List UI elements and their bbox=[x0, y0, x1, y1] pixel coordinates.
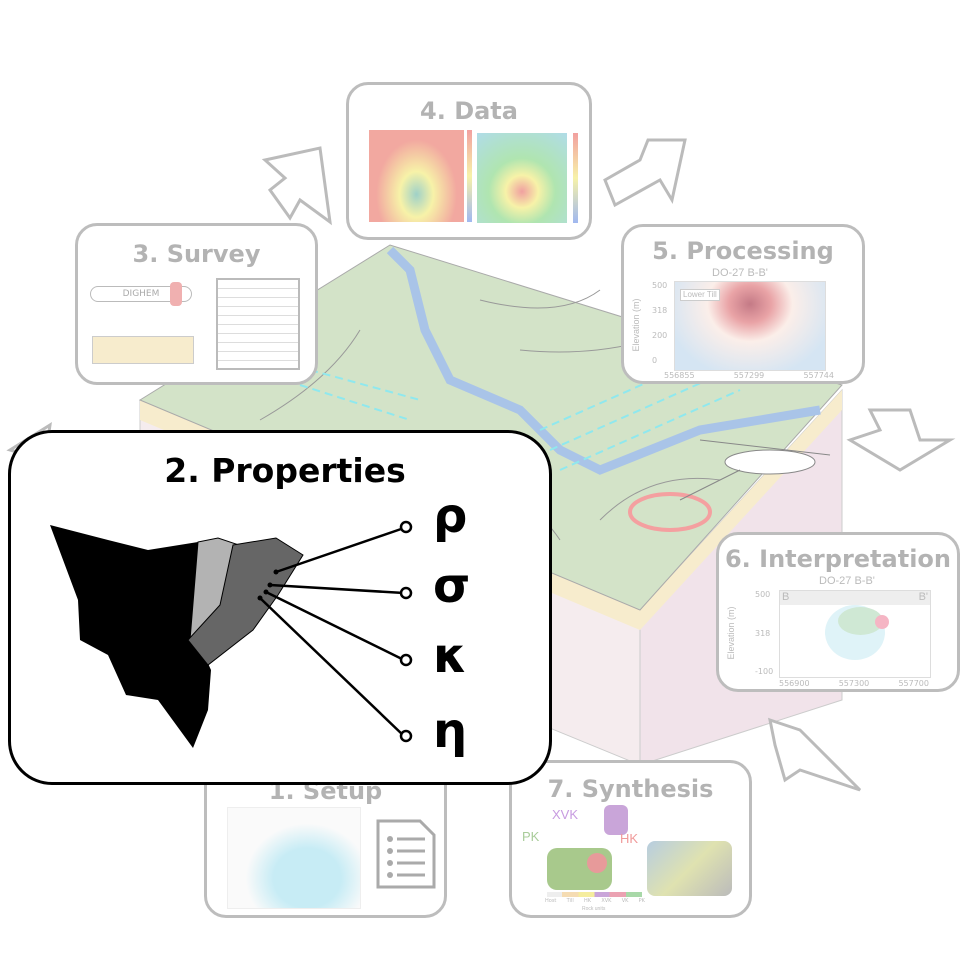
ground-layer bbox=[92, 336, 194, 364]
data-map-magnetic bbox=[477, 133, 567, 223]
receiver-coil bbox=[170, 282, 182, 306]
rock-samples-illustration bbox=[50, 520, 413, 748]
y-tick: -100 bbox=[755, 667, 774, 676]
river bbox=[386, 246, 821, 475]
dighem-bird: DIGHEM bbox=[90, 286, 192, 302]
section-end: B' bbox=[918, 591, 928, 603]
rock-units-legend bbox=[547, 892, 642, 897]
plot-title: DO-27 B-B' bbox=[819, 575, 875, 587]
colorbar bbox=[467, 130, 472, 222]
legend-item: XVK bbox=[601, 898, 612, 904]
symbol-conductivity: σ bbox=[433, 558, 471, 614]
x-tick: 557299 bbox=[733, 371, 765, 380]
symbol-chargeability: η bbox=[433, 703, 468, 759]
panel-data[interactable]: 4. Data bbox=[346, 82, 592, 240]
connector-dot bbox=[399, 653, 413, 667]
panel-title: 3. Survey bbox=[132, 240, 261, 268]
panel-properties[interactable]: 2. Properties ρ σ κ η bbox=[8, 430, 552, 785]
symbol-susceptibility: κ bbox=[433, 628, 468, 684]
y-tick: 200 bbox=[652, 331, 668, 340]
panel-title: 2. Properties bbox=[164, 451, 406, 490]
x-tick: 556855 bbox=[664, 371, 695, 380]
label-pk: PK bbox=[522, 829, 540, 844]
target-ring bbox=[628, 492, 712, 532]
panel-processing[interactable]: 5. Processing DO-27 B-B' Lower Till Elev… bbox=[621, 224, 865, 384]
hk-body bbox=[587, 853, 607, 873]
unit-red bbox=[875, 615, 889, 629]
panel-title: 6. Interpretation bbox=[724, 545, 951, 573]
panel-title: 5. Processing bbox=[652, 237, 834, 265]
flight-line-grid bbox=[216, 278, 300, 370]
y-axis-label: Elevation (m) bbox=[631, 298, 641, 352]
panel-survey[interactable]: 3. Survey DIGHEM bbox=[75, 223, 318, 385]
flight-lines bbox=[299, 349, 741, 471]
label-hk: HK bbox=[620, 831, 639, 846]
black-rock bbox=[50, 525, 211, 748]
section-start: B bbox=[782, 591, 790, 603]
legend-item: PK bbox=[638, 898, 645, 904]
dark-gray-rock bbox=[187, 537, 304, 666]
x-tick: 557300 bbox=[838, 679, 870, 688]
block-beige-edge-right bbox=[640, 390, 842, 630]
panel-synthesis[interactable]: 7. Synthesis XVK PK HK Host Till HK XVK … bbox=[509, 760, 752, 918]
connector-dot bbox=[399, 520, 413, 534]
y-ticks: -100 318 500 bbox=[755, 590, 773, 676]
panel-title: 4. Data bbox=[420, 97, 518, 125]
y-tick: 500 bbox=[755, 590, 771, 599]
arrow-4-to-5-icon bbox=[603, 138, 687, 208]
panel-title: 7. Synthesis bbox=[547, 775, 714, 803]
y-ticks: 0 200 318 500 bbox=[652, 281, 667, 365]
colorbar bbox=[573, 133, 578, 223]
plot-title: DO-27 B-B' bbox=[712, 267, 768, 279]
arrow-6-to-7-icon bbox=[768, 717, 862, 792]
y-tick: 318 bbox=[652, 306, 668, 315]
arrow-5-to-6-icon bbox=[846, 408, 956, 472]
document-list-icon bbox=[376, 819, 436, 889]
legend-item: VK bbox=[621, 898, 629, 904]
symbol-resistivity: ρ bbox=[433, 488, 468, 544]
connector-dot bbox=[399, 586, 413, 600]
x-ticks: 556855 557299 557744 bbox=[664, 371, 834, 380]
geology-section: B B' bbox=[779, 590, 931, 678]
annotation-lower-till: Lower Till bbox=[680, 289, 720, 301]
location-map bbox=[227, 807, 361, 909]
y-axis-label: Elevation (m) bbox=[726, 606, 736, 660]
panel-interpretation[interactable]: 6. Interpretation DO-27 B-B' B B' Elevat… bbox=[716, 532, 960, 692]
x-tick: 557744 bbox=[803, 371, 834, 380]
legend-item: Till bbox=[566, 898, 574, 904]
connector-dot bbox=[399, 729, 413, 743]
helicopter-icon bbox=[679, 439, 831, 501]
legend-title: Rock units bbox=[582, 906, 606, 912]
legend-item: Host bbox=[545, 898, 557, 904]
x-tick: 557700 bbox=[898, 679, 929, 688]
label-xvk: XVK bbox=[552, 807, 579, 822]
instrument-label: DIGHEM bbox=[122, 289, 160, 299]
x-tick: 556900 bbox=[779, 679, 810, 688]
y-tick: 0 bbox=[652, 356, 658, 365]
legend-items: Host Till HK XVK VK PK bbox=[545, 898, 645, 904]
model-3d bbox=[647, 841, 732, 896]
xvk-body bbox=[604, 805, 628, 835]
legend-item: HK bbox=[584, 898, 592, 904]
panel-setup[interactable]: 1. Setup bbox=[204, 760, 447, 918]
data-map-resistivity bbox=[369, 130, 464, 222]
y-tick: 318 bbox=[755, 628, 771, 638]
arrow-3-to-4-icon bbox=[261, 146, 332, 226]
y-tick: 500 bbox=[652, 281, 668, 290]
x-ticks: 556900 557300 557700 bbox=[779, 679, 929, 688]
